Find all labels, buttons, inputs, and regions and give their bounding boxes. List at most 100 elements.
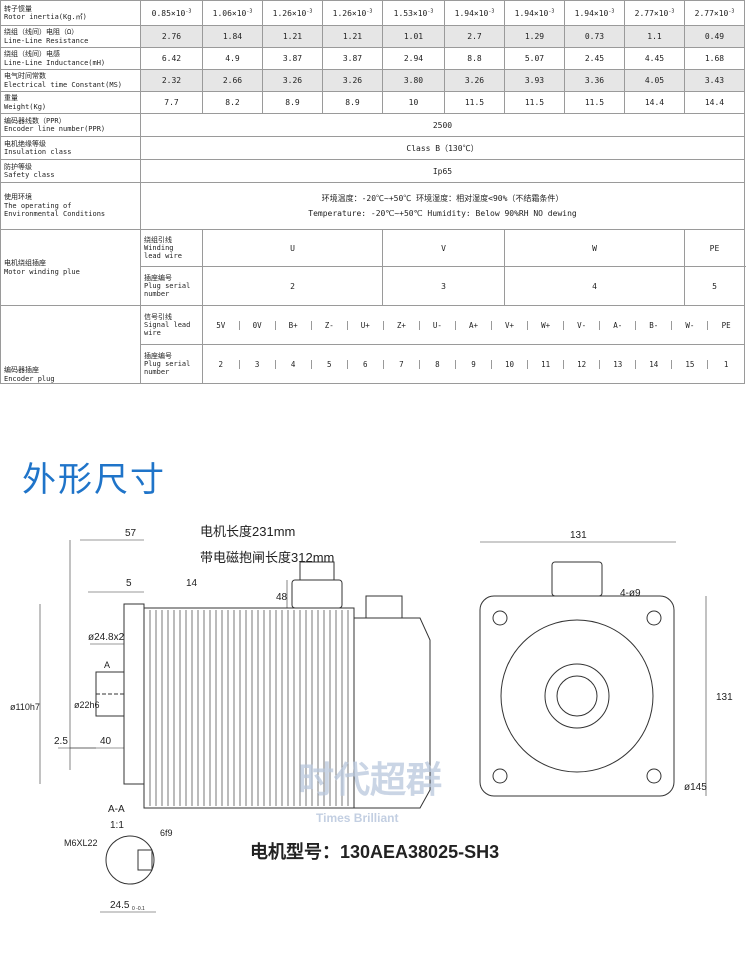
- spec-cell: 3.43: [684, 69, 745, 92]
- dim-24-5-tol: 0 -0.1: [132, 906, 145, 912]
- pin-cell: 6: [346, 359, 384, 369]
- spec-cell: 1.94×10-3: [564, 0, 625, 26]
- spec-cell: 3.87: [322, 47, 383, 70]
- dimension-drawing: 电机长度231mm 带电磁抱闸长度312mm 57 5 14 48 ø24.8x…: [10, 524, 733, 913]
- spec-cell: 0.85×10-3: [140, 0, 203, 26]
- spec-cell: 1.29: [504, 25, 565, 48]
- environment-value: 环境温度：-20℃~+50℃ 环境湿度：相对湿度<90%（不结霜条件）Tempe…: [140, 182, 745, 230]
- dim-22: ø22h6: [74, 700, 100, 710]
- spec-cell: 8.9: [322, 91, 383, 114]
- pin-cell: A-: [599, 320, 636, 330]
- watermark-cn: 时代超群: [298, 759, 442, 800]
- spec-cell: 8.2: [202, 91, 263, 114]
- pin-cell: Z+: [382, 320, 420, 330]
- pin-cell: A+: [454, 320, 492, 330]
- spec-cell: 1.06×10-3: [202, 0, 263, 26]
- row-label: 绕组（线间）电阻（Ω）Line-Line Resistance: [0, 25, 141, 48]
- spec-cell: 1.68: [684, 47, 745, 70]
- spec-cell: 3.93: [504, 69, 565, 92]
- mount-hole-tr: [646, 610, 662, 626]
- motor-length-label: 电机长度231mm: [200, 524, 295, 539]
- watermark-en: Times Brilliant: [316, 811, 398, 825]
- pin-cell: 7: [382, 359, 420, 369]
- pin-cell: 5V: [216, 320, 226, 330]
- dim-6f9: 6f9: [160, 828, 173, 838]
- dim-145: ø145: [684, 782, 707, 793]
- spec-cell: 4.05: [624, 69, 685, 92]
- dim-40: 40: [100, 736, 112, 747]
- pin-cell: 10: [490, 359, 528, 369]
- section-aa-label: A-A: [108, 804, 125, 815]
- spec-cell: 1.26×10-3: [262, 0, 323, 26]
- dim-110: ø110h7: [10, 702, 40, 712]
- row-label: 编码器线数（PPR）Encoder line number(PPR): [0, 113, 141, 137]
- dim-24-5: 24.5: [110, 900, 130, 911]
- pin-cell: 4: [274, 359, 312, 369]
- spec-cell: 14.4: [684, 91, 745, 114]
- pin-cell: 2: [218, 359, 224, 369]
- pin-cell: 8: [418, 359, 456, 369]
- pin-cell: 13: [599, 359, 636, 369]
- brake-length-label: 带电磁抱闸长度312mm: [200, 550, 334, 565]
- encoder-connector: [365, 595, 403, 619]
- winding-cell: PE: [684, 229, 745, 267]
- winding-cell: V: [382, 229, 505, 267]
- dim-14: 14: [186, 578, 198, 589]
- winding-cell: U: [202, 229, 383, 267]
- section-title: 外形尺寸: [22, 460, 166, 500]
- section-mark: A: [104, 660, 110, 670]
- dim-57: 57: [125, 528, 137, 539]
- spec-cell: 11.5: [444, 91, 505, 114]
- section-scale: 1:1: [110, 820, 124, 831]
- pin-cell: V+: [490, 320, 528, 330]
- dim-m6: M6XL22: [64, 838, 98, 848]
- pin-cell: 5: [310, 359, 348, 369]
- winding-cell: 3: [382, 266, 505, 306]
- spec-cell: 4.9: [202, 47, 263, 70]
- spec-cell: 2.77×10-3: [684, 0, 745, 26]
- front-connector: [551, 561, 603, 597]
- spec-cell: 0.49: [684, 25, 745, 48]
- section-aa-shaft: [105, 835, 155, 885]
- spec-cell: 2.94: [382, 47, 445, 70]
- pin-cell: B-: [635, 320, 672, 330]
- winding-cell: 5: [684, 266, 745, 306]
- front-flange-square: [479, 595, 675, 797]
- spec-cell: 7.7: [140, 91, 203, 114]
- dim-48: 48: [276, 592, 288, 603]
- spec-cell: 11.5: [564, 91, 625, 114]
- pin-cell: U+: [346, 320, 384, 330]
- spec-cell: 11.5: [504, 91, 565, 114]
- pin-cell: Z-: [310, 320, 348, 330]
- spec-cell: 1.01: [382, 25, 445, 48]
- pin-cell: 1: [707, 359, 744, 369]
- dim-131-side: 131: [716, 692, 733, 703]
- spec-cell: 3.26: [262, 69, 323, 92]
- pin-cell: 0V: [238, 320, 276, 330]
- cooling-fins: [149, 610, 349, 806]
- spec-cell: 1.84: [202, 25, 263, 48]
- spec-cell: 3.26: [444, 69, 505, 92]
- merged-value: Class B（130℃）: [140, 136, 745, 160]
- spec-cell: 2.7: [444, 25, 505, 48]
- dim-2-5: 2.5: [54, 736, 68, 747]
- spec-cell: 3.87: [262, 47, 323, 70]
